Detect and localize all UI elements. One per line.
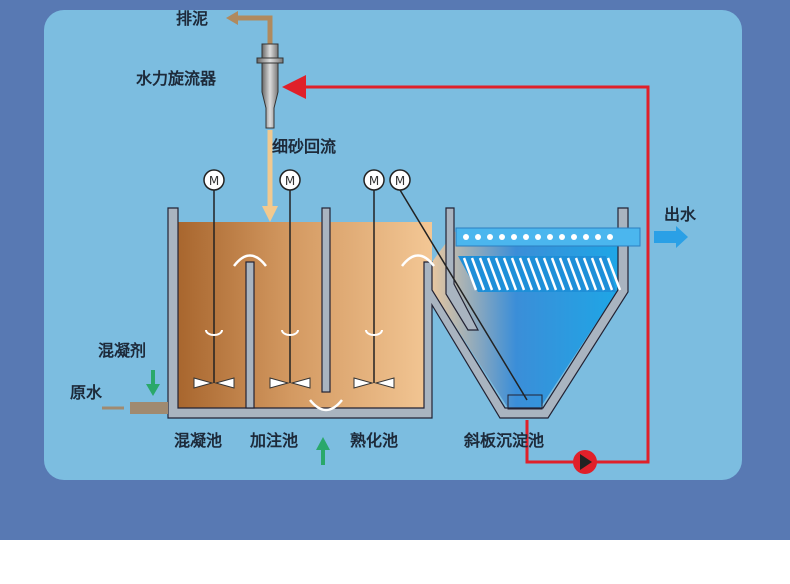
launder-hole xyxy=(595,234,601,240)
label-coagulant: 混凝剂 xyxy=(98,341,146,360)
launder-hole xyxy=(487,234,493,240)
sludge-pipe xyxy=(236,15,273,46)
launder-hole xyxy=(607,234,613,240)
inclined-plates xyxy=(458,256,622,292)
impeller-icon xyxy=(353,377,395,389)
label-outlet-water: 出水 xyxy=(664,205,697,224)
tank-walls xyxy=(167,207,629,419)
motor-icon: M xyxy=(193,169,235,389)
launder-hole xyxy=(499,234,505,240)
launder-hole xyxy=(523,234,529,240)
launder-hole xyxy=(511,234,517,240)
launder-hole xyxy=(559,234,565,240)
outlet-arrow-icon xyxy=(654,226,688,248)
label-settling-tank: 斜板沉淀池 xyxy=(463,431,544,450)
hydrocyclone-icon xyxy=(256,43,284,129)
flow-arrow-icons xyxy=(233,254,435,412)
motor-label: M xyxy=(285,174,295,188)
sludge-arrow-icon xyxy=(226,11,238,25)
label-hydrocyclone: 水力旋流器 xyxy=(136,69,217,88)
motor-icon: M xyxy=(269,169,311,389)
launder-hole xyxy=(571,234,577,240)
label-raw-water: 原水 xyxy=(70,383,103,402)
launder-hole xyxy=(463,234,469,240)
launder-hole xyxy=(535,234,541,240)
label-maturation-tank: 熟化池 xyxy=(350,431,398,450)
sludge-scraper xyxy=(507,394,543,410)
label-sand-return: 细砂回流 xyxy=(272,137,336,156)
launder-hole xyxy=(583,234,589,240)
launder-hole xyxy=(547,234,553,240)
motor-label: M xyxy=(395,174,405,188)
sand-return-arrow-icon xyxy=(262,206,278,222)
motor-icon: M xyxy=(389,169,411,191)
label-dosing-tank: 加注池 xyxy=(249,431,298,450)
impeller-icon xyxy=(269,377,311,389)
label-sludge-discharge: 排泥 xyxy=(176,9,208,28)
impeller-icon xyxy=(193,377,235,389)
motor-label: M xyxy=(209,174,219,188)
raw-water-pipe xyxy=(130,402,168,414)
pump-icon xyxy=(573,450,597,474)
mixing-tanks-water xyxy=(178,222,432,408)
sand-recycle-line xyxy=(282,75,650,464)
launder-hole xyxy=(475,234,481,240)
label-coagulation-tank: 混凝池 xyxy=(174,431,222,450)
scraper-shaft xyxy=(399,189,528,401)
motor-icon: M xyxy=(353,169,395,389)
motor-label: M xyxy=(369,174,379,188)
